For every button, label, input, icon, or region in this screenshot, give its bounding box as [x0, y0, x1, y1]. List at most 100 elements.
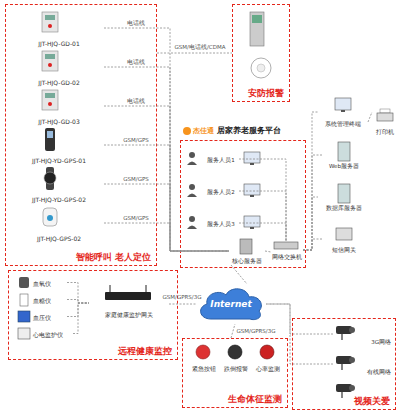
node-label: 服务人员1 — [203, 157, 239, 164]
node-label: 血压仪 — [33, 314, 51, 321]
node-label: 家庭健康监护网关 — [85, 312, 173, 319]
oximeter-icon — [19, 277, 29, 288]
phone-icon — [45, 128, 55, 151]
node-label: JJT-HJQ-YD-GPS-01 — [14, 157, 104, 164]
camera-lens — [349, 327, 355, 333]
connector-line — [73, 303, 89, 334]
sensor-box: 紧急按钮 — [189, 343, 219, 373]
connector-line — [104, 145, 229, 251]
camera-box: 3G网络 — [333, 323, 391, 347]
connector-line — [67, 283, 89, 304]
group-title: 远程健康监控 — [118, 346, 172, 357]
camera-lens — [349, 385, 355, 391]
device-box: 血糖仪 — [17, 292, 67, 309]
connector-line — [67, 300, 89, 304]
edge-label: 电话线 — [127, 20, 145, 27]
gateway-box: 家庭健康监护网关 — [89, 289, 169, 319]
router-antenna — [146, 285, 147, 292]
node-label: JJT-HJQ-YD-GPS-02 — [14, 196, 104, 203]
device-box: JJT-HJQ-GD-02 — [14, 50, 104, 86]
camera-box: 有线网络 — [333, 353, 391, 377]
monitor-stand — [250, 163, 254, 165]
monitor-stand — [341, 110, 345, 112]
server-icon — [240, 239, 252, 254]
connector-line — [104, 184, 229, 251]
person-head — [189, 216, 195, 222]
person-body — [187, 162, 197, 166]
node-label: 网络交换机 — [267, 254, 307, 261]
node-label: 心率监测 — [249, 366, 287, 373]
sensor-icon — [196, 345, 210, 359]
connector-line — [303, 197, 318, 250]
phone-screen — [47, 131, 53, 138]
alarm-device — [42, 51, 58, 71]
node-label: 服务人员2 — [203, 189, 239, 196]
printer-icon — [377, 113, 393, 121]
monitor-icon — [244, 216, 260, 227]
logo-mark — [183, 127, 191, 135]
smoke-detector-center — [257, 64, 265, 72]
connector-line — [239, 159, 286, 241]
router-icon — [105, 292, 151, 300]
server-box: 核心服务器 — [229, 239, 265, 265]
edge-label: GSM/电话线/CDMA — [175, 44, 226, 51]
node-label: JJT-HJQ-GD-03 — [14, 118, 104, 125]
connector-line — [266, 304, 333, 364]
sensor-icon — [260, 345, 274, 359]
device-box: JJT-HJQ-GD-01 — [14, 11, 104, 47]
group-box: 视频关爱3G网络有线网络 — [292, 318, 396, 410]
connector-line — [67, 303, 89, 317]
device-box: JJT-HJQ-GPS-02 — [14, 206, 104, 242]
edge-label: GSM/GPS — [123, 137, 148, 144]
brand-name: 杰佳通 — [193, 128, 214, 135]
node-label: Web服务器 — [318, 163, 370, 170]
group-box: 生命体征监测紧急按钮跌倒报警心率监测 — [182, 338, 288, 408]
platform-title: 居家养老服务平台 — [217, 127, 281, 134]
alarm-host — [250, 12, 264, 46]
alarm-device — [42, 90, 58, 110]
server-box: 数据库服务器 — [318, 182, 370, 212]
connector-line — [303, 239, 322, 250]
monitor-stand — [250, 195, 254, 197]
smoke-detector — [251, 58, 271, 78]
person-head — [189, 184, 195, 190]
connector-line — [239, 223, 286, 241]
edge-label: 电话线 — [127, 59, 145, 66]
group-title: 安防报警 — [248, 88, 284, 99]
edge-label: GSM/GPRS/3G — [163, 294, 202, 301]
ecg-icon — [18, 328, 30, 339]
connector-line — [157, 53, 232, 54]
connector-line — [368, 112, 372, 122]
connector-line — [104, 223, 229, 251]
device-box: 血压仪 — [17, 309, 67, 326]
cloud-node: Internet — [196, 284, 266, 324]
device-screen — [45, 15, 55, 20]
group-box: 远程健康监控血氧仪血糖仪血压仪心电监护仪家庭健康监护网关 — [8, 270, 178, 360]
sensor-icon — [228, 345, 242, 359]
locator-button — [47, 215, 53, 221]
connector-line — [231, 324, 235, 338]
connector-line — [266, 304, 333, 334]
connector-line — [231, 265, 247, 284]
terminal-box: 系统管理终端 — [318, 96, 368, 128]
gateway-box: 短信网关 — [322, 224, 366, 254]
sensor-box: 心率监测 — [253, 343, 283, 373]
alarm-device — [42, 12, 58, 32]
node-label: 打印机 — [368, 129, 400, 136]
glucometer-icon — [20, 294, 28, 306]
group-box: 智能呼叫 老人定位JJT-HJQ-GD-01JJT-HJQ-GD-02JJT-H… — [5, 4, 157, 266]
blood-pressure-icon — [18, 311, 30, 322]
connector-line — [303, 155, 322, 250]
node-label: 3G网络 — [371, 339, 391, 346]
node-label: 数据库服务器 — [314, 205, 374, 212]
connector-line — [303, 112, 318, 250]
device-box: 血氧仪 — [17, 275, 67, 292]
connector-line — [265, 251, 271, 252]
node-label: 服务人员3 — [203, 221, 239, 228]
platform-box: 杰佳通居家养老服务平台服务人员1服务人员2服务人员3核心服务器网络交换机 — [180, 140, 306, 268]
edge-label: GSM/GPRS/3G — [237, 328, 276, 335]
server-box: Web服务器 — [322, 140, 366, 170]
node-label: 跌倒报警 — [217, 366, 255, 373]
